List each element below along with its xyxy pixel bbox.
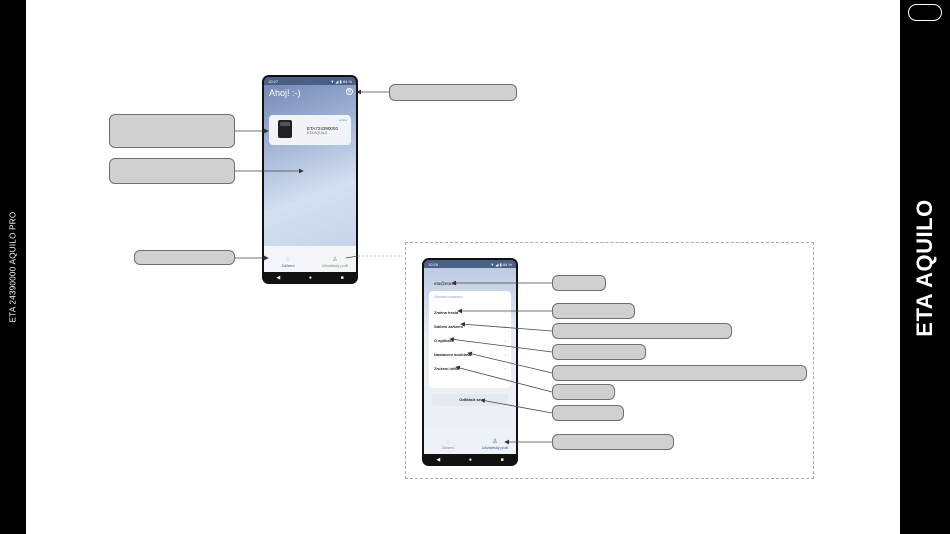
greeting-title: Ahoj! :-)	[269, 88, 301, 98]
callout-password	[552, 303, 635, 319]
tab-profile-label: Uživatelský profil	[481, 446, 509, 450]
tab-devices-label: Zařízení	[281, 264, 295, 268]
setting-about-app[interactable]: O aplikaci ›	[434, 338, 506, 348]
setting-delete-account[interactable]: Zrušení účtu ›	[434, 366, 506, 376]
callout-device	[109, 114, 235, 148]
chevron-right-icon: ›	[504, 324, 506, 329]
tab-devices[interactable]: ◌ Zařízení	[273, 257, 303, 268]
setting-label: Nastavení souhlasů	[434, 352, 472, 357]
setting-label: O aplikaci	[434, 338, 453, 343]
detail-frame	[405, 242, 814, 479]
tab-devices-label: Zařízení	[441, 446, 455, 450]
logout-button[interactable]: Odhlásit se	[432, 394, 508, 406]
setting-label: Zrušení účtu	[434, 366, 459, 371]
chevron-right-icon: ›	[504, 366, 506, 371]
home-icon[interactable]: ●	[468, 457, 472, 463]
devices-icon: ◌	[286, 257, 290, 263]
recents-icon[interactable]: ■	[500, 457, 504, 463]
status-time: 10:26	[428, 261, 439, 267]
settings-card: Uživatel nastavení Změna hesla › Sdílení…	[429, 291, 511, 388]
bottom-tab-bar: ◌ Zařízení ♙ Uživatelský profil	[424, 428, 516, 454]
chevron-right-icon: ›	[504, 338, 506, 343]
back-icon[interactable]: ◀	[436, 457, 441, 463]
status-time: 10:27	[268, 78, 279, 84]
setting-change-password[interactable]: Změna hesla ›	[434, 310, 506, 320]
setting-label: Změna hesla	[434, 310, 459, 315]
callout-logout	[552, 405, 624, 421]
device-name: ETA AQUILO	[307, 131, 328, 135]
home-screen: 10:27 ▼ ◢ ▮ 84 % Ahoj! :-) ⚙ online ETA7…	[264, 77, 356, 272]
device-id: ETA724390000	[307, 126, 338, 131]
brand-band	[900, 0, 950, 534]
settings-section-title: Uživatel nastavení	[434, 295, 463, 299]
status-bar: 10:27 ▼ ◢ ▮ 84 %	[264, 77, 356, 85]
chevron-right-icon: ›	[504, 310, 506, 315]
phone-home: 10:27 ▼ ◢ ▮ 84 % Ahoj! :-) ⚙ online ETA7…	[262, 75, 358, 284]
android-nav-bar: ◀ ● ■	[422, 454, 518, 466]
callout-email	[552, 275, 606, 291]
brand-title: ETA AQUILO	[912, 199, 937, 337]
bottom-tab-bar: ◌ Zařízení ♙ Uživatelský profil	[264, 246, 356, 272]
status-bar: 10:26 ▼ ◢ ▮ 84 %	[424, 260, 516, 268]
profile-screen: 10:26 ▼ ◢ ▮ 84 % eta@eta.cz Uživatel nas…	[424, 260, 516, 454]
devices-icon: ◌	[446, 439, 450, 445]
device-status: online	[338, 118, 347, 122]
profile-icon: ♙	[332, 257, 338, 263]
android-nav-bar: ◀ ● ■	[262, 272, 358, 284]
profile-icon: ♙	[492, 439, 498, 445]
callout-delete	[552, 384, 615, 400]
chevron-right-icon: ›	[504, 352, 506, 357]
callout-profile-tab	[552, 434, 674, 450]
setting-consents[interactable]: Nastavení souhlasů ›	[434, 352, 506, 362]
device-image	[278, 120, 292, 138]
side-product-code: ETA 24390000 AQUILO PRO	[8, 211, 18, 323]
setting-label: Sdílení zařízení	[434, 324, 463, 329]
tab-profile-label: Uživatelský profil	[321, 264, 349, 268]
settings-gear-icon[interactable]: ⚙	[346, 88, 353, 95]
callout-sharing	[552, 323, 732, 339]
home-icon[interactable]: ●	[308, 275, 312, 281]
callout-tabs	[134, 250, 235, 265]
callout-screen	[109, 158, 235, 184]
logo-oval-icon	[908, 4, 942, 21]
user-email: eta@eta.cz	[434, 281, 457, 286]
callout-about	[552, 344, 646, 360]
back-icon[interactable]: ◀	[276, 275, 281, 281]
callout-consents	[552, 365, 807, 381]
status-icons: ▼ ◢ ▮ 84 %	[330, 78, 352, 84]
callout-settings	[389, 84, 517, 101]
tab-profile[interactable]: ♙ Uživatelský profil	[480, 439, 510, 450]
setting-device-sharing[interactable]: Sdílení zařízení ›	[434, 324, 506, 334]
phone-profile: 10:26 ▼ ◢ ▮ 84 % eta@eta.cz Uživatel nas…	[422, 258, 518, 466]
status-icons: ▼ ◢ ▮ 84 %	[490, 261, 512, 267]
device-card[interactable]: online ETA724390000 ETA AQUILO	[269, 115, 351, 145]
tab-devices[interactable]: ◌ Zařízení	[433, 439, 463, 450]
recents-icon[interactable]: ■	[340, 275, 344, 281]
tab-profile[interactable]: ♙ Uživatelský profil	[320, 257, 350, 268]
